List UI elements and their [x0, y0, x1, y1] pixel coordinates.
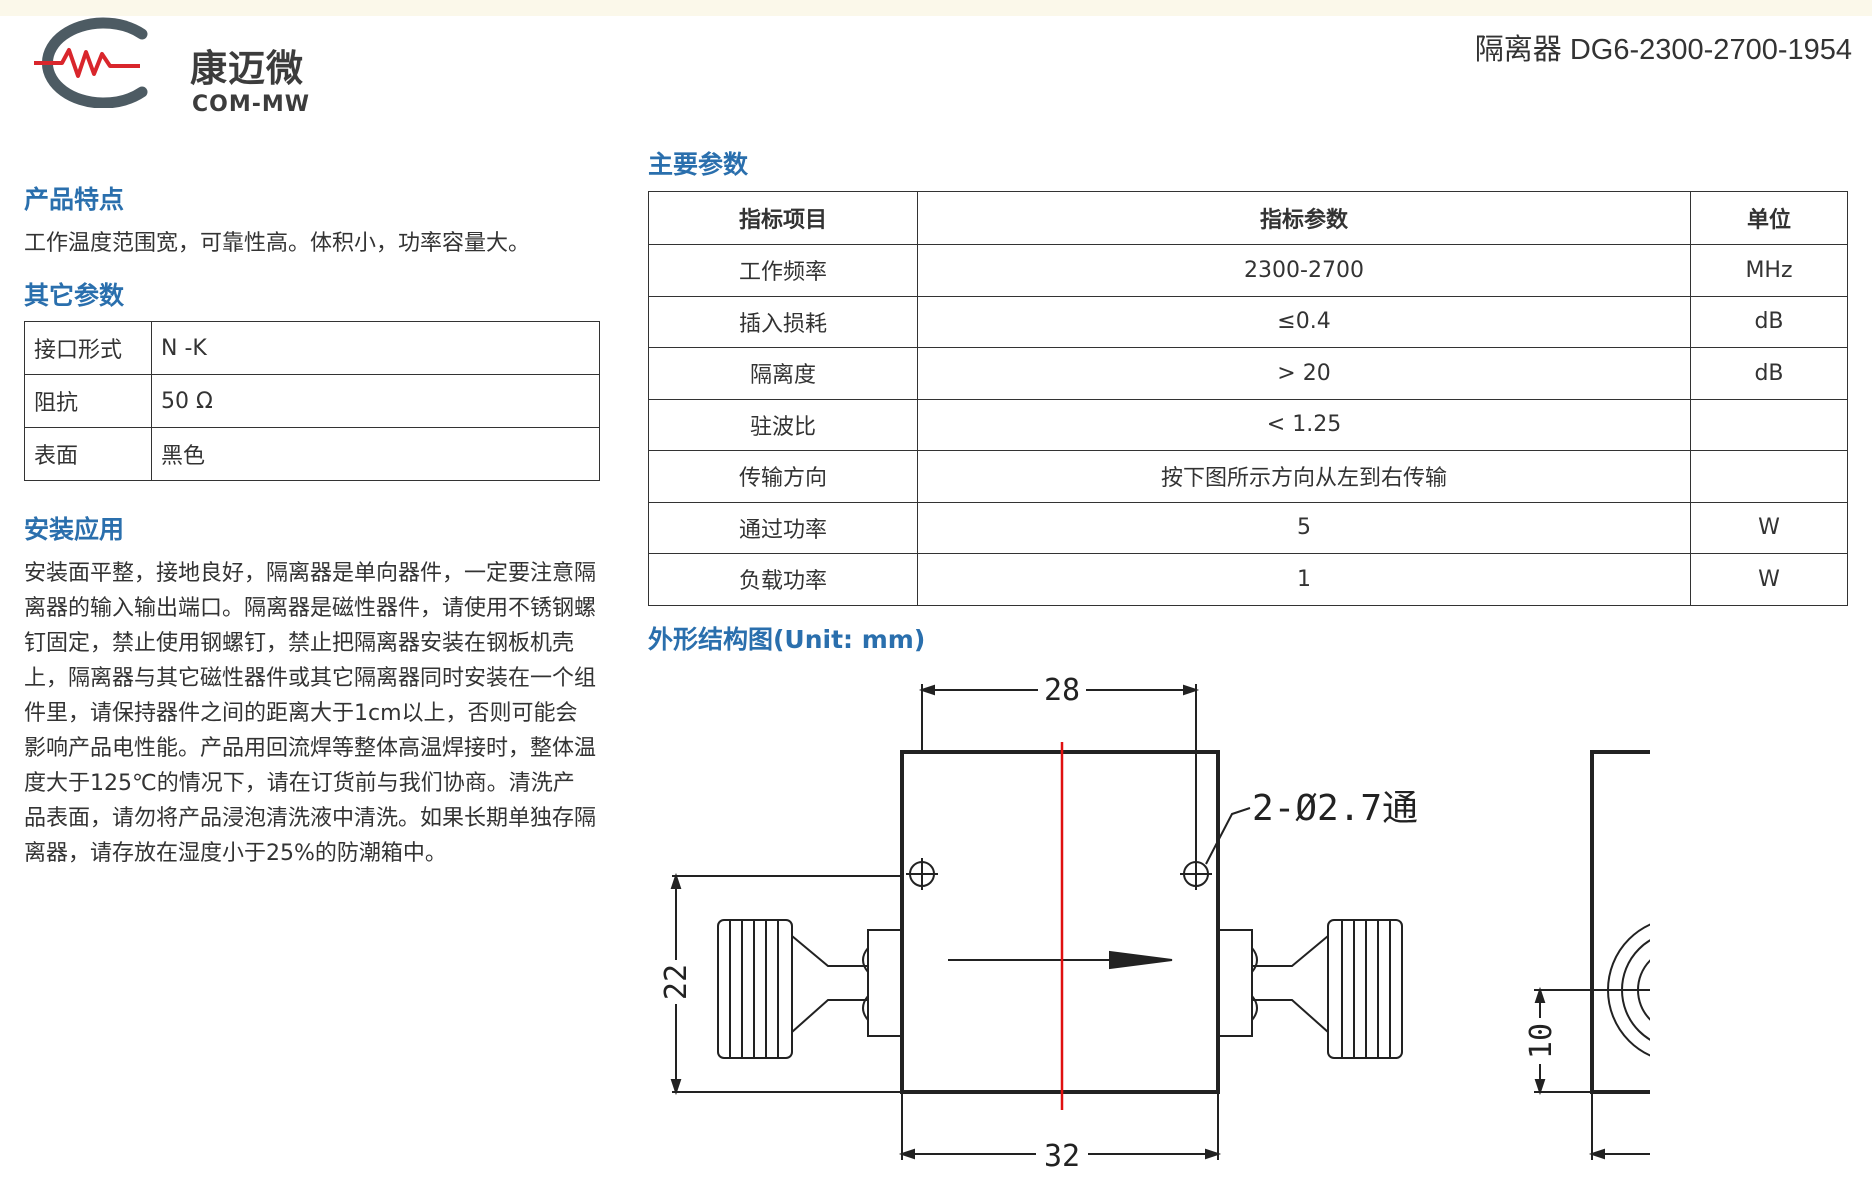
dim-hole-note: 2-Ø2.7通 [1252, 788, 1418, 829]
spec-value: 5 [917, 501, 1691, 554]
column-header: 单位 [1690, 191, 1848, 245]
param-key: 表面 [24, 427, 152, 481]
param-key: 接口形式 [24, 321, 152, 375]
logo: 康迈微 COM-MW [22, 16, 322, 117]
other-params-heading: 其它参数 [24, 281, 125, 310]
column-header: 指标参数 [917, 191, 1691, 245]
brand-name-cn: 康迈微 [190, 47, 304, 90]
main-params-heading: 主要参数 [648, 150, 749, 179]
table-row: 通过功率 5 W [648, 501, 1848, 554]
spec-unit [1690, 450, 1848, 503]
table-row: 阻抗 50 Ω [24, 374, 600, 428]
brand-name-en: COM-MW [192, 92, 311, 117]
spec-unit: W [1690, 553, 1848, 606]
dim-top-width: 28 [1044, 673, 1080, 708]
table-row: 传输方向 按下图所示方向从左到右传输 [648, 450, 1848, 503]
table-row: 接口形式 N -K [24, 321, 600, 375]
main-params-table: 指标项目 指标参数 单位 工作频率 2300-2700 MHz 插入损耗 ≤0.… [648, 191, 1848, 606]
other-params-table: 接口形式 N -K 阻抗 50 Ω 表面 黑色 [24, 321, 600, 481]
spec-value: 1 [917, 553, 1691, 606]
features-text: 工作温度范围宽，可靠性高。体积小，功率容量大。 [24, 231, 531, 256]
spec-name: 驻波比 [648, 398, 918, 451]
param-key: 阻抗 [24, 374, 152, 428]
param-value: 黑色 [151, 427, 600, 481]
dim-side-offset: 10 [1524, 1023, 1559, 1059]
installation-heading: 安装应用 [24, 515, 125, 544]
outline-heading: 外形结构图(Unit: mm) [648, 625, 926, 654]
spec-name: 负载功率 [648, 553, 918, 606]
table-row: 隔离度 > 20 dB [648, 347, 1848, 400]
spec-value: ≤0.4 [917, 295, 1691, 348]
table-row: 插入损耗 ≤0.4 dB [648, 295, 1848, 348]
dim-bottom-width: 32 [1044, 1139, 1080, 1174]
spec-value: 2300-2700 [917, 244, 1691, 297]
param-value: N -K [151, 321, 600, 375]
table-header-row: 指标项目 指标参数 单位 [648, 191, 1848, 245]
spec-value: < 1.25 [917, 398, 1691, 451]
spec-unit: MHz [1690, 244, 1848, 297]
document-title: 隔离器 DG6-2300-2700-1954 [1474, 34, 1852, 66]
spec-unit [1690, 398, 1848, 451]
table-row: 负载功率 1 W [648, 553, 1848, 606]
column-header: 指标项目 [648, 191, 918, 245]
top-band [0, 0, 1872, 16]
spec-name: 隔离度 [648, 347, 918, 400]
table-row: 工作频率 2300-2700 MHz [648, 244, 1848, 297]
param-value: 50 Ω [151, 374, 600, 428]
installation-text: 安装面平整，接地良好，隔离器是单向器件，一定要注意隔离器的输入输出端口。隔离器是… [24, 561, 597, 866]
outline-drawing: 28 32 2-Ø2.7通 18 22 34 10 [659, 673, 1650, 1174]
features-heading: 产品特点 [24, 185, 125, 214]
spec-value: > 20 [917, 347, 1691, 400]
spec-name: 传输方向 [648, 450, 918, 503]
spec-unit: dB [1690, 295, 1848, 348]
logo-mark [34, 17, 148, 108]
spec-name: 工作频率 [648, 244, 918, 297]
table-row: 驻波比 < 1.25 [648, 398, 1848, 451]
spec-name: 插入损耗 [648, 295, 918, 348]
spec-unit: dB [1690, 347, 1848, 400]
spec-value: 按下图所示方向从左到右传输 [917, 450, 1691, 503]
spec-unit: W [1690, 501, 1848, 554]
table-row: 表面 黑色 [24, 427, 600, 481]
spec-name: 通过功率 [648, 501, 918, 554]
dim-left-height: 22 [659, 964, 694, 1000]
